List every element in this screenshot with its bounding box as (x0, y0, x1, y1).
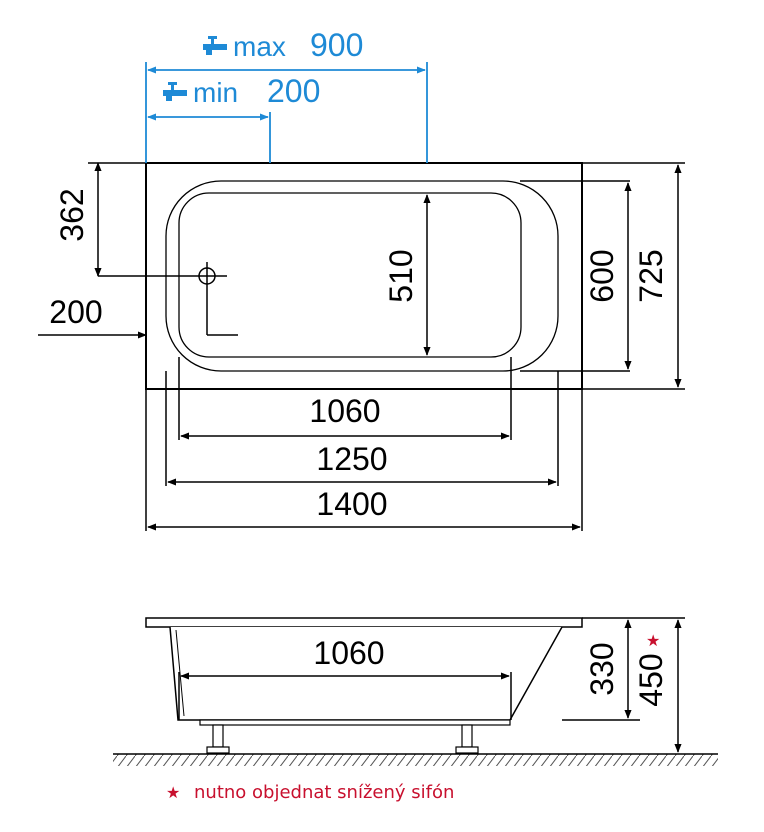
dim-side-height: 330 (584, 642, 620, 695)
top-view: 362 200 510 600 725 1060 1250 1400 (38, 162, 685, 531)
faucet-range: max 900 min 200 (145, 27, 428, 163)
floor-hatch (113, 754, 718, 766)
side-star-mark: ★ (646, 631, 660, 650)
dim-drain-from-top: 362 (54, 188, 90, 241)
tub-basin-bottom (178, 192, 522, 358)
dim-side-inner-length: 1060 (313, 635, 384, 671)
faucet-icon (203, 36, 227, 55)
dim-inner-length: 1060 (309, 393, 380, 429)
tub-foot-right (461, 724, 473, 748)
side-view: 1060 330 450 ★ (113, 617, 718, 766)
faucet-min-value: 200 (267, 73, 320, 109)
tub-side-rim (145, 617, 583, 628)
dim-rim-inner-depth: 600 (584, 249, 620, 302)
dim-outer-depth: 725 (633, 249, 669, 302)
footnote-star: ★ (166, 783, 180, 802)
dim-rim-inner-length: 1250 (316, 441, 387, 477)
footnote-text: nutno objednat snížený sifón (194, 782, 454, 803)
tub-foot-left (212, 724, 224, 748)
tub-feet-frame (199, 719, 511, 726)
footnote: ★ nutno objednat snížený sifón (166, 782, 454, 803)
dim-drain-from-left: 200 (49, 294, 102, 330)
drain-symbol (98, 262, 227, 335)
dim-outer-length: 1400 (316, 486, 387, 522)
faucet-min-label: min (193, 77, 238, 108)
dim-side-total-height: 450 (633, 653, 669, 706)
faucet-max-label: max (233, 31, 286, 62)
faucet-max-value: 900 (310, 27, 363, 63)
dim-inner-depth: 510 (383, 249, 419, 302)
faucet-icon (163, 82, 187, 101)
